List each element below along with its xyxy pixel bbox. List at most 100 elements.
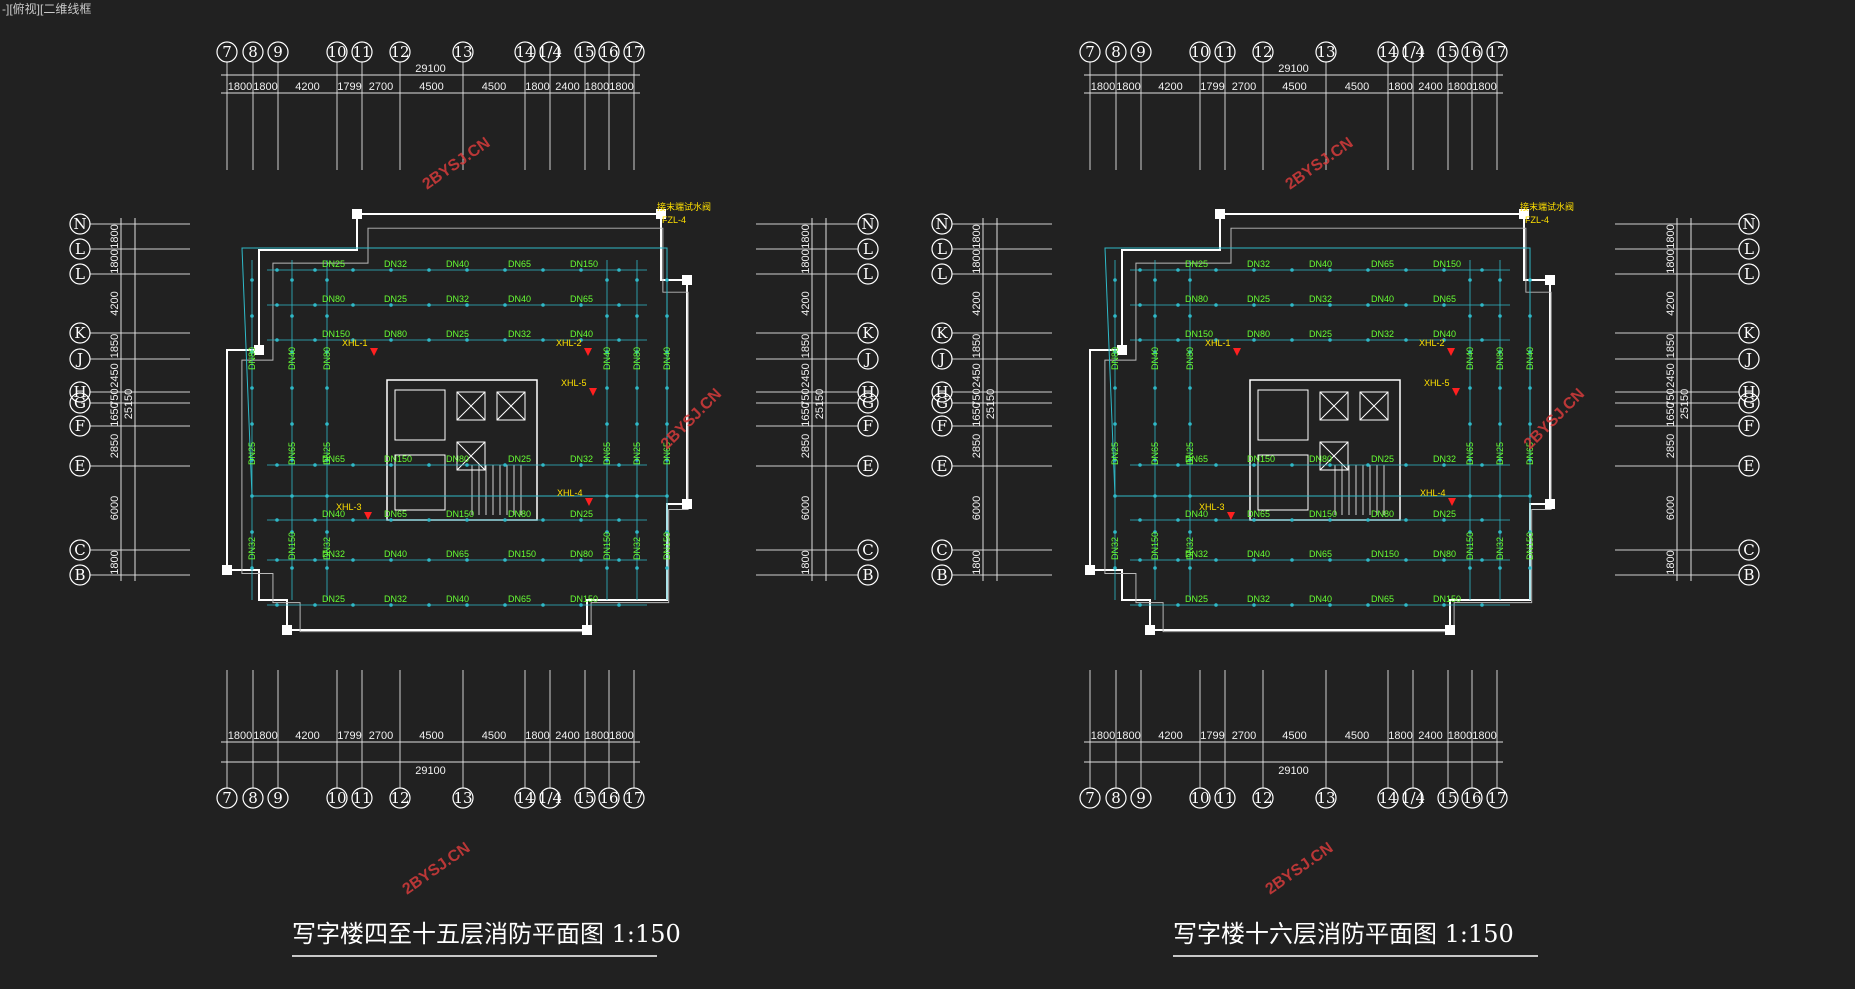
row-dimension: 1800 [109, 224, 121, 248]
sprinkler-head [1468, 314, 1472, 318]
sprinkler-head [1480, 338, 1484, 342]
pipe-size-label: DN65 [508, 594, 531, 604]
sprinkler-head [605, 422, 609, 426]
column-dimension: 1800 [525, 81, 549, 93]
row-dimension: 2450 [800, 363, 812, 387]
sprinkler-head [1153, 314, 1157, 318]
column-dimension: 4200 [1158, 730, 1182, 742]
sprinkler-head [1290, 338, 1294, 342]
pipe-size-label: DN150 [1371, 549, 1399, 559]
plan-2: 778899101011111212131314141/41/415151616… [931, 41, 1760, 957]
row-axis-label: J [1744, 350, 1752, 368]
sprinkler-head [635, 458, 639, 462]
sprinkler-head [1188, 566, 1192, 570]
column-axis-bubble [1189, 41, 1211, 63]
pipe-size-label: DN150 [287, 532, 297, 560]
row-axis-bubble [857, 415, 879, 437]
sprinkler-head [465, 463, 469, 467]
pipe-size-label: DN80 [247, 347, 257, 370]
elevator-shaft [1319, 441, 1349, 471]
row-axis-label: L [1744, 265, 1754, 283]
row-axis-bubble [857, 213, 879, 235]
sprinkler-head [503, 518, 507, 522]
pipe-size-label: DN80 [632, 347, 642, 370]
column-dimension: 2400 [555, 730, 579, 742]
pipe-size-label: DN150 [1185, 329, 1213, 339]
total-height-dimension: 25150 [814, 389, 826, 420]
sprinkler-head [1442, 303, 1446, 307]
column-dimension: 1800 [1116, 730, 1140, 742]
column-axis-label: 15 [1438, 43, 1457, 61]
column-axis-label: 7 [222, 43, 232, 61]
pipe-size-label: DN25 [384, 294, 407, 304]
row-axis-bubble [1738, 263, 1760, 285]
column-dimension: 4500 [419, 81, 443, 93]
row-axis-label: F [937, 417, 947, 435]
column-axis-bubble [1486, 41, 1508, 63]
sprinkler-head [1442, 518, 1446, 522]
column-dimension: 1800 [1448, 730, 1472, 742]
pipe-size-label: DN32 [1185, 549, 1208, 559]
row-axis-bubble [1738, 392, 1760, 414]
pipe-size-label: DN80 [1185, 347, 1195, 370]
pipe-size-label: DN65 [1185, 454, 1208, 464]
elevator-shaft [1319, 391, 1349, 421]
sprinkler-head [389, 303, 393, 307]
sprinkler-head [325, 422, 329, 426]
sprinkler-head [1214, 518, 1218, 522]
sprinkler-head [1176, 303, 1180, 307]
row-axis-bubble [931, 539, 953, 561]
sprinkler-head [351, 463, 355, 467]
sprinkler-head [1252, 303, 1256, 307]
row-dimension: 2850 [800, 434, 812, 458]
sprinkler-head [1290, 603, 1294, 607]
sprinkler-head [325, 458, 329, 462]
sprinkler-head [617, 338, 621, 342]
column-axis-label: 15 [575, 789, 594, 807]
pipe-size-label: DN80 [384, 329, 407, 339]
sprinkler-head [427, 303, 431, 307]
sprinkler-head [1138, 303, 1142, 307]
pipe-size-label: DN25 [1185, 259, 1208, 269]
column-dimension: 4200 [295, 730, 319, 742]
sprinkler-head [1176, 518, 1180, 522]
column-dimension: 4500 [1282, 730, 1306, 742]
sprinkler-head [1328, 338, 1332, 342]
sprinkler-head [1252, 558, 1256, 562]
row-axis-bubble [69, 348, 91, 370]
sprinkler-head [313, 268, 317, 272]
column-axis-bubble [1377, 41, 1399, 63]
sprinkler-head [427, 518, 431, 522]
row-axis-bubble [69, 415, 91, 437]
pipe-size-label: DN40 [322, 509, 345, 519]
pipe-size-label: DN40 [570, 329, 593, 339]
sprinkler-head [1498, 530, 1502, 534]
sprinkler-head [1153, 530, 1157, 534]
sprinkler-head [275, 338, 279, 342]
row-dimension: 6000 [1665, 496, 1677, 520]
sprinkler-head [605, 458, 609, 462]
pipe-size-label: DN65 [384, 509, 407, 519]
core-wall [386, 379, 538, 521]
column-dimension: 1800 [585, 81, 609, 93]
row-axis-label: L [937, 240, 947, 258]
sprinkler-head [1328, 518, 1332, 522]
pipe-size-label: DN80 [1309, 454, 1332, 464]
viewport-label[interactable]: -][俯视][二维线框 [2, 2, 92, 16]
watermark: 2BYSJ.CN [400, 839, 474, 898]
row-axis-label: K [74, 324, 86, 342]
column-axis-bubble [1437, 787, 1459, 809]
column-axis-bubble [623, 41, 645, 63]
sprinkler-head [1252, 338, 1256, 342]
sprinkler-head [250, 422, 254, 426]
row-dimension: 1800 [971, 224, 983, 248]
column-dimension: 2700 [369, 730, 393, 742]
column-axis-label: 8 [1111, 789, 1121, 807]
sprinkler-head [1404, 518, 1408, 522]
row-axis-bubble [857, 564, 879, 586]
sprinkler-head [351, 518, 355, 522]
column-axis-bubble [1377, 787, 1399, 809]
column-dimension: 2400 [1418, 81, 1442, 93]
row-axis-bubble [1738, 322, 1760, 344]
